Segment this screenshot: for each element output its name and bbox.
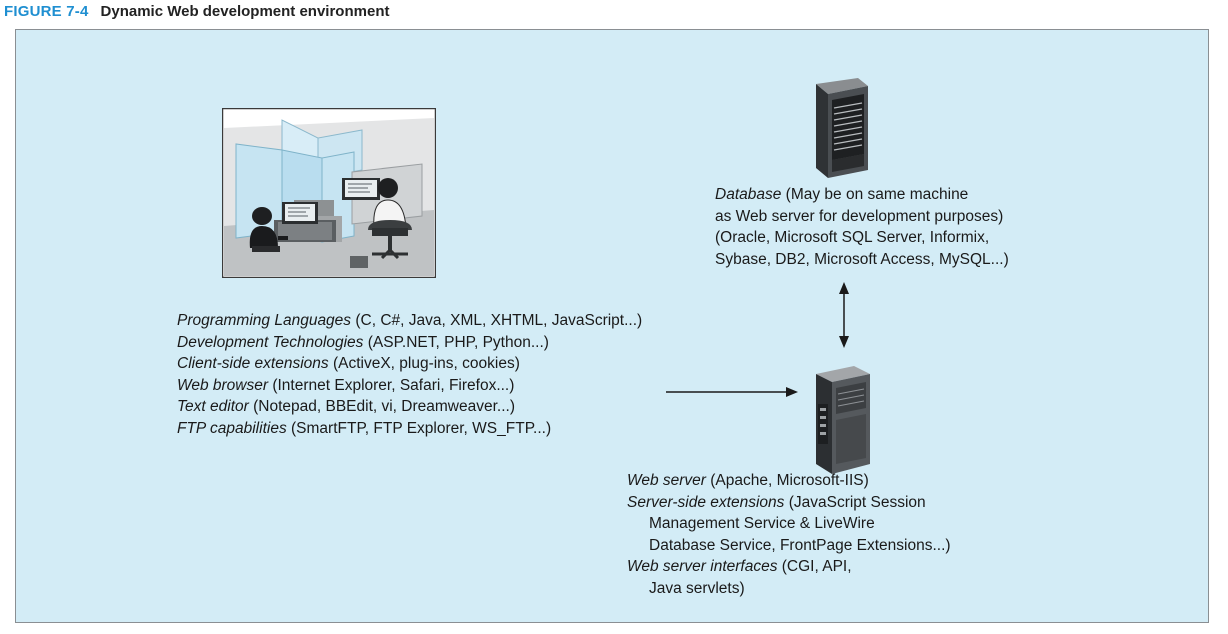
- client-to-webserver-arrow: [666, 387, 798, 397]
- item-term: Development Technologies: [177, 333, 364, 351]
- database-line: Sybase, DB2, Microsoft Access, MySQL...): [715, 250, 1009, 268]
- database-webserver-arrow: [839, 282, 849, 348]
- webserver-description: Web server (Apache, Microsoft-IIS) Serve…: [627, 470, 951, 600]
- office-cubicle-icon: [222, 108, 436, 278]
- database-line: (Oracle, Microsoft SQL Server, Informix,: [715, 229, 990, 247]
- database-line: as Web server for development purposes): [715, 207, 1004, 225]
- client-tools-list: Programming Languages (C, C#, Java, XML,…: [177, 310, 642, 440]
- diagram-panel: Database (May be on same machine as Web …: [15, 29, 1209, 623]
- item-detail: (C, C#, Java, XML, XHTML, JavaScript...): [351, 312, 643, 329]
- figure-title: Dynamic Web development environment: [100, 3, 390, 20]
- list-item: Programming Languages (C, C#, Java, XML,…: [177, 310, 642, 332]
- web-server-icon: [816, 366, 870, 474]
- item-detail: (SmartFTP, FTP Explorer, WS_FTP...): [286, 419, 552, 437]
- item-detail: (ActiveX, plug-ins, cookies): [328, 355, 520, 373]
- server-interfaces-term: Web server interfaces: [627, 558, 778, 576]
- database-server-icon: [816, 78, 868, 178]
- item-term: FTP capabilities: [177, 419, 287, 437]
- item-term: Programming Languages: [177, 312, 352, 329]
- webserver-term: Web server: [627, 472, 706, 489]
- item-detail: (Internet Explorer, Safari, Firefox...): [268, 376, 515, 394]
- list-item: Development Technologies (ASP.NET, PHP, …: [177, 332, 642, 354]
- webserver-line: Management Service & LiveWire: [649, 515, 875, 533]
- item-term: Web browser: [177, 376, 269, 394]
- list-item: Web browser (Internet Explorer, Safari, …: [177, 375, 642, 397]
- server-extensions-detail: (JavaScript Session: [784, 493, 926, 511]
- database-detail: (May be on same machine: [781, 186, 969, 203]
- item-term: Text editor: [177, 398, 249, 416]
- list-item: FTP capabilities (SmartFTP, FTP Explorer…: [177, 418, 642, 440]
- database-description: Database (May be on same machine as Web …: [715, 184, 1009, 270]
- webserver-line: Java servlets): [649, 579, 745, 597]
- item-term: Client-side extensions: [177, 355, 329, 373]
- webserver-detail: (Apache, Microsoft-IIS): [705, 472, 869, 489]
- server-extensions-term: Server-side extensions: [627, 493, 785, 511]
- item-detail: (ASP.NET, PHP, Python...): [363, 333, 549, 351]
- webserver-line: Database Service, FrontPage Extensions..…: [649, 536, 951, 554]
- list-item: Text editor (Notepad, BBEdit, vi, Dreamw…: [177, 396, 642, 418]
- database-term: Database: [715, 186, 782, 203]
- list-item: Client-side extensions (ActiveX, plug-in…: [177, 353, 642, 375]
- item-detail: (Notepad, BBEdit, vi, Dreamweaver...): [248, 398, 515, 416]
- figure-header: FIGURE 7-4 Dynamic Web development envir…: [4, 2, 389, 22]
- figure-label: FIGURE 7-4: [4, 3, 89, 20]
- connector-arrows: [666, 282, 849, 397]
- server-interfaces-detail: (CGI, API,: [777, 558, 852, 576]
